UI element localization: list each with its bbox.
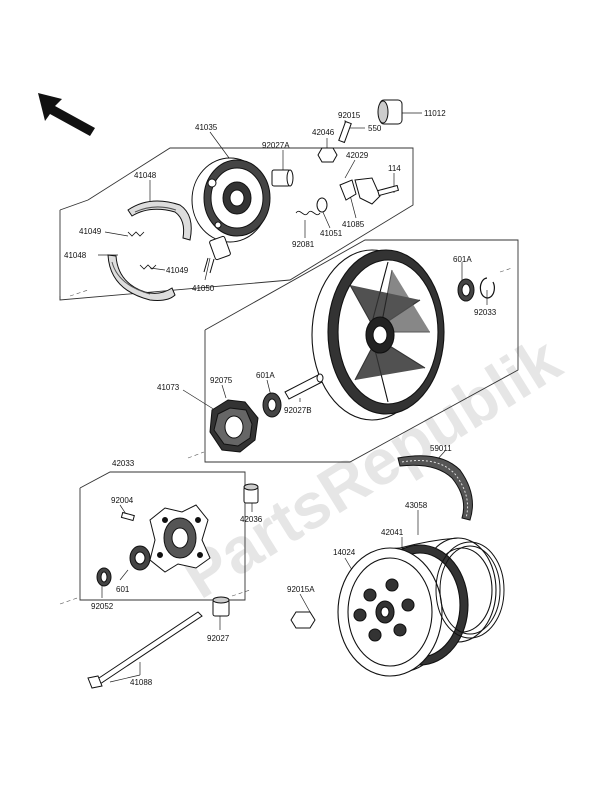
bolt-92015	[338, 120, 352, 144]
sprocket-hub-42033	[149, 504, 211, 573]
group-outlines	[59, 147, 519, 601]
arm-41085	[339, 179, 357, 201]
label-550: 550	[368, 124, 382, 133]
brake-cam	[203, 235, 231, 274]
label-114: 114	[388, 164, 401, 173]
guide-lines	[59, 267, 513, 605]
drive-belt-59011	[397, 455, 473, 521]
label-42041: 42041	[381, 528, 404, 537]
label-42033: 42033	[112, 459, 135, 468]
collar-92027	[212, 596, 230, 617]
label-41073: 41073	[157, 383, 180, 392]
label-92027: 92027	[207, 634, 230, 643]
label-92015a: 92015A	[287, 585, 315, 594]
label-601: 601	[116, 585, 130, 594]
brake-spring-lower	[139, 264, 157, 270]
spring-92081	[295, 210, 321, 216]
ring-43058	[435, 541, 505, 639]
label-43058: 43058	[405, 501, 428, 510]
label-41088: 41088	[130, 678, 153, 687]
bearing-601	[129, 545, 151, 571]
circlip-92033	[479, 277, 495, 299]
bearing-601a-right	[457, 278, 475, 302]
pin-114	[377, 184, 400, 197]
part-41051	[316, 197, 328, 213]
label-42029: 42029	[346, 151, 369, 160]
label-59011: 59011	[430, 444, 452, 453]
lever-42029	[354, 177, 381, 205]
label-92075: 92075	[210, 376, 233, 385]
label-41035: 41035	[195, 123, 218, 132]
label-92081: 92081	[292, 240, 315, 249]
label-11012: 11012	[424, 109, 446, 118]
leader-lines	[98, 112, 488, 683]
label-92004: 92004	[111, 496, 134, 505]
rear-wheel-41073	[311, 249, 445, 421]
bearing-601a-left	[262, 392, 282, 418]
damper-92075	[209, 399, 259, 453]
label-92027b: 92027B	[284, 406, 312, 415]
collar-42036	[243, 483, 259, 504]
nut-92015a	[290, 611, 316, 629]
label-601a-top: 601A	[453, 255, 472, 264]
seal-92052	[96, 567, 112, 587]
label-92027a: 92027A	[262, 141, 290, 150]
label-92015: 92015	[338, 111, 361, 120]
label-92033: 92033	[474, 308, 497, 317]
label-41048-top: 41048	[134, 171, 157, 180]
label-41048-left: 41048	[64, 251, 87, 260]
brake-panel	[191, 157, 271, 243]
part-labels: 11012 92015 550 41035 42046 92027A 42029…	[64, 109, 497, 687]
label-92052: 92052	[91, 602, 114, 611]
collar-92027a	[271, 169, 294, 187]
direction-arrow-icon	[38, 93, 95, 136]
label-41049-left: 41049	[79, 227, 102, 236]
brake-spring-upper	[127, 231, 145, 237]
pulley-42041	[337, 537, 497, 677]
spacer-92027b	[284, 373, 324, 400]
label-41049-right: 41049	[166, 266, 189, 275]
axle-41088	[87, 611, 203, 689]
label-42046: 42046	[312, 128, 335, 137]
label-42036: 42036	[240, 515, 263, 524]
brake-shoe-upper	[127, 200, 192, 241]
label-601a-mid: 601A	[256, 371, 275, 380]
label-41051: 41051	[320, 229, 343, 238]
label-41085: 41085	[342, 220, 365, 229]
brake-shoe-lower	[107, 254, 176, 301]
label-14024: 14024	[333, 548, 356, 557]
cap-11012	[377, 99, 403, 125]
pin-92004	[120, 511, 135, 522]
label-41050: 41050	[192, 284, 215, 293]
nut-42046	[317, 147, 338, 163]
